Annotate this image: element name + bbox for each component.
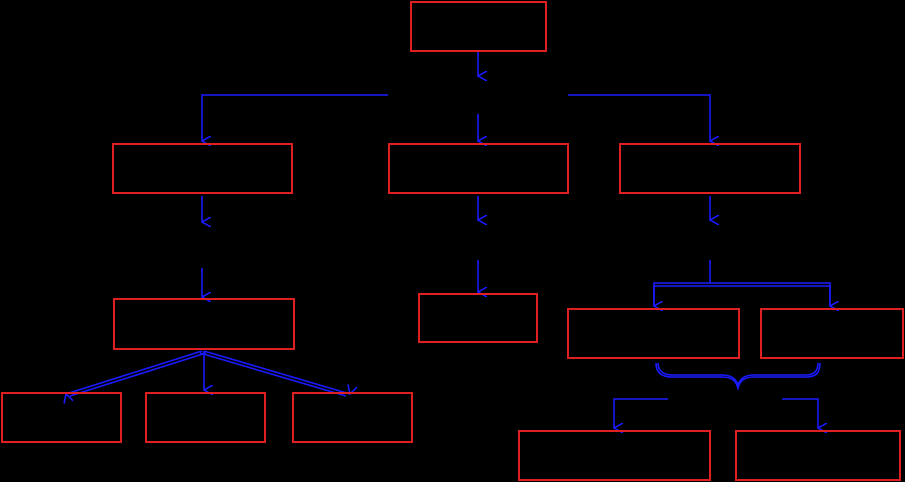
node-middle-sub <box>418 293 538 343</box>
arrow-left-leaf-1b <box>69 352 207 397</box>
node-left-leaf-3 <box>292 392 413 443</box>
node-left-leaf-1 <box>1 392 122 443</box>
node-right-sub-b <box>760 308 904 359</box>
arrow-left-leaf-3 <box>203 350 350 394</box>
node-branch-middle <box>388 143 569 194</box>
node-branch-right <box>619 143 801 194</box>
arrow-right-leaf-2 <box>782 398 818 428</box>
merge-brace-b <box>657 362 819 388</box>
arrow-left-leaf-1 <box>66 350 203 394</box>
arrow-left-leaf-3b <box>199 352 347 397</box>
node-right-leaf-1 <box>518 430 711 481</box>
connector-to-left-branch <box>202 94 388 141</box>
node-left-sub <box>113 298 295 350</box>
node-right-sub-a <box>567 308 740 359</box>
arrow-right-leaf-1 <box>614 398 668 428</box>
merge-brace <box>655 362 821 391</box>
node-right-leaf-2 <box>735 430 901 481</box>
node-branch-left <box>112 143 293 194</box>
connector-to-right-branch <box>568 94 710 141</box>
node-root <box>410 1 547 52</box>
node-left-leaf-2 <box>145 392 266 443</box>
